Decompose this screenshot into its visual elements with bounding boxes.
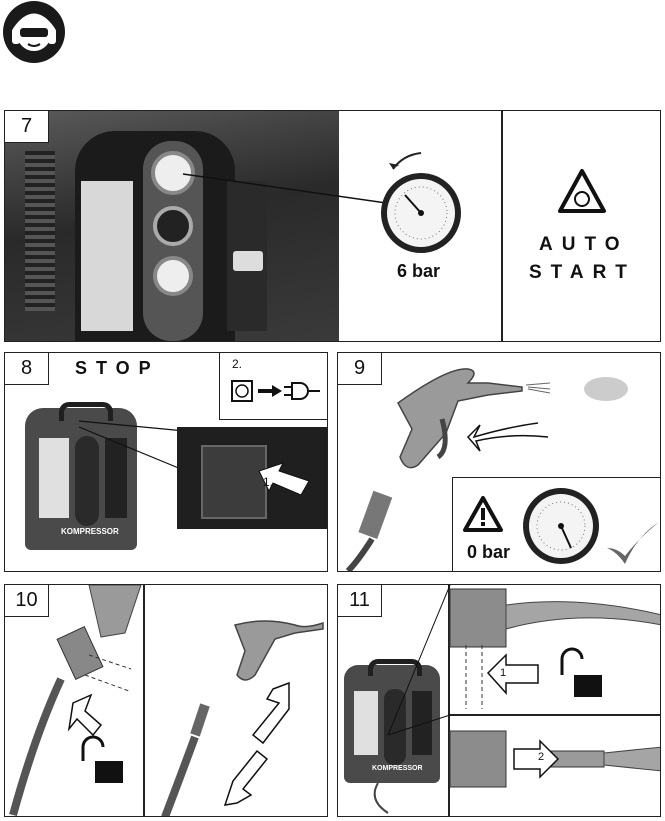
callout-line bbox=[78, 420, 186, 470]
checkmark-icon bbox=[607, 522, 659, 564]
unplug-step-box: 2. bbox=[219, 353, 327, 420]
step-number-8: 8 bbox=[5, 353, 49, 385]
step-number-10: 10 bbox=[5, 585, 49, 617]
zero-bar-check-box: 0 bar bbox=[452, 477, 660, 571]
panel-11: 11 KOMPRESSOR 1 2 bbox=[337, 584, 661, 817]
autostart-line2: START bbox=[529, 262, 636, 283]
step1-label: 1. bbox=[263, 475, 274, 489]
power-switch-closeup: 1. bbox=[177, 427, 327, 529]
step-number-7: 7 bbox=[5, 111, 49, 143]
compressor-small-photo: KOMPRESSOR bbox=[25, 402, 137, 550]
warning-triangle-icon bbox=[463, 496, 503, 532]
compressor-front-photo bbox=[5, 111, 339, 341]
step-number-11: 11 bbox=[338, 585, 382, 617]
step2-label: 2 bbox=[538, 751, 545, 763]
gauge-reading-6bar: 6 bar bbox=[397, 261, 441, 281]
auto-start-warning-icon bbox=[558, 169, 606, 213]
coupling-release-illustration bbox=[9, 585, 324, 816]
panel-8: 8 STOP 2. KOMPRESSOR 1. bbox=[4, 352, 328, 572]
panel-10: 10 bbox=[4, 584, 328, 817]
pressure-gauge-6bar-icon bbox=[381, 152, 461, 253]
air-blow-gun-icon bbox=[345, 368, 628, 571]
unlock-icon bbox=[81, 735, 123, 783]
unlock-icon bbox=[560, 647, 602, 697]
plug-icon bbox=[284, 382, 320, 400]
step2-label: 2. bbox=[232, 357, 243, 371]
socket-icon bbox=[231, 380, 253, 402]
ear-eye-protection-icon bbox=[3, 1, 65, 63]
panel-9: 9 0 bar bbox=[337, 352, 661, 572]
callout-line bbox=[182, 173, 387, 204]
compressor-small-photo: KOMPRESSOR bbox=[344, 659, 440, 783]
step-number-9: 9 bbox=[338, 353, 382, 385]
gauge-reading-0bar: 0 bar bbox=[467, 542, 511, 562]
stop-title: STOP bbox=[75, 358, 160, 378]
panel-7: 7 6 bar AUTO START bbox=[4, 110, 661, 342]
pressure-gauge-0bar-icon bbox=[523, 488, 599, 564]
step1-label: 1 bbox=[500, 667, 507, 679]
autostart-line1: AUTO bbox=[539, 234, 629, 255]
compressor-label: KOMPRESSOR bbox=[61, 527, 119, 536]
compressor-label: KOMPRESSOR bbox=[372, 765, 423, 772]
coupling-connect-illustration bbox=[373, 585, 660, 814]
